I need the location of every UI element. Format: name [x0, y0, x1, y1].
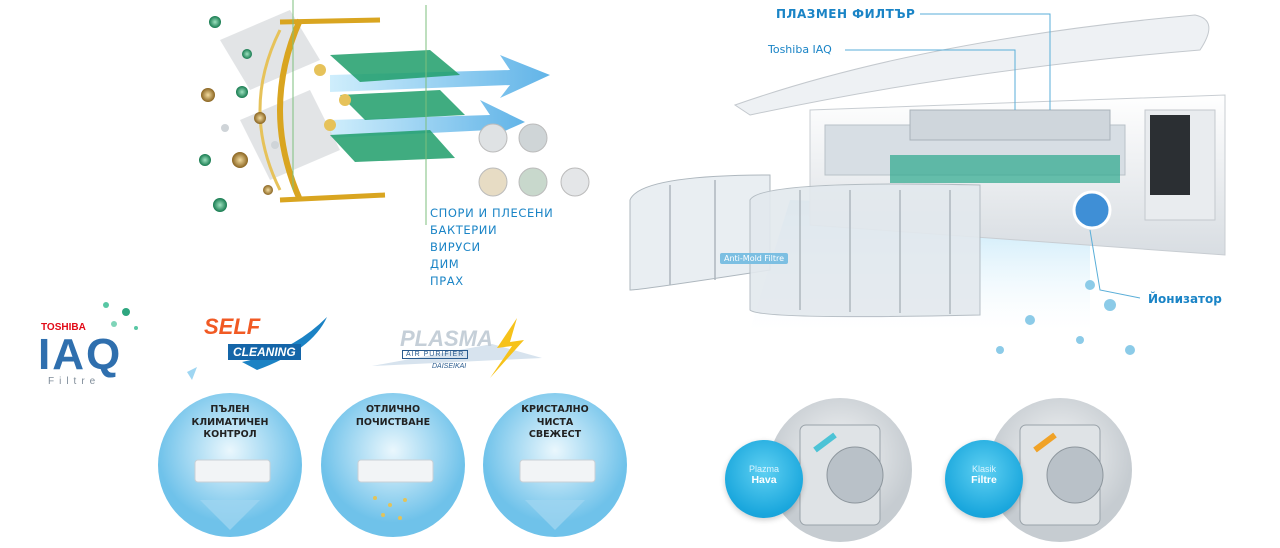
- benefit-line: КОНТРОЛ: [203, 429, 257, 440]
- label-spores: СПОРИ И ПЛЕСЕНИ: [430, 206, 554, 220]
- air-purifier-text: AIR PURIFIER: [402, 350, 469, 359]
- filter-layers-diagram: [199, 0, 590, 225]
- benefit-line: ОТЛИЧНО: [365, 404, 421, 415]
- anti-mold-filter-label: Anti-Mold Filtre: [720, 253, 789, 264]
- benefit-line: ПОЧИСТВАНЕ: [355, 416, 431, 428]
- plasma-badge-big: Hava: [751, 474, 777, 486]
- ac-unit-illustration: [629, 13, 1226, 355]
- lightning-icon: [372, 318, 542, 378]
- daiseikai-text: DAISEIKAI: [432, 363, 467, 370]
- callout-ionizer: Йонизатор: [1148, 292, 1222, 306]
- benefit-excellent-cleaning: ОТЛИЧНО ПОЧИСТВАНЕ: [333, 404, 453, 429]
- benefit-line: ПЪЛЕН: [210, 404, 250, 415]
- classic-badge-small: Klasik: [971, 464, 996, 474]
- callout-plasma-filter: ПЛАЗМЕН ФИЛТЪР: [776, 7, 916, 21]
- filter-comparison-graphic: [768, 398, 1132, 542]
- benefit-line: ЧИСТА: [536, 416, 574, 428]
- label-dust: ПРАХ: [430, 274, 464, 288]
- plasma-badge-small: Plazma: [748, 464, 779, 474]
- benefit-line: СВЕЖЕСТ: [528, 429, 582, 440]
- benefit-climate-control: ПЪЛЕН КЛИМАТИЧЕН КОНТРОЛ: [170, 404, 290, 442]
- label-bacteria: БАКТЕРИИ: [430, 223, 498, 237]
- classic-badge-big: Filtre: [971, 474, 997, 486]
- plasma-air-badge: Plazma Hava: [725, 440, 803, 518]
- cleaning-text: CLEANING: [228, 344, 301, 360]
- plasma-air-purifier-logo: PLASMA AIR PURIFIER DAISEIKAI: [372, 316, 552, 386]
- benefit-line: КЛИМАТИЧЕН: [191, 416, 269, 428]
- classic-filter-badge: Klasik Filtre: [945, 440, 1023, 518]
- label-viruses: ВИРУСИ: [430, 240, 481, 254]
- plasma-text: PLASMA: [400, 326, 493, 351]
- toshiba-iaq-logo: TOSHIBA IAQ Filtre: [36, 300, 146, 395]
- toshiba-wordmark: TOSHIBA: [41, 322, 86, 333]
- benefit-line: КРИСТАЛНО: [521, 404, 589, 415]
- iaq-filter-text: Filtre: [48, 376, 101, 387]
- sparkle-dots-icon: [103, 302, 138, 330]
- iaq-wordmark: IAQ: [38, 330, 123, 379]
- self-cleaning-logo: SELF CLEANING: [182, 312, 332, 382]
- label-smoke: ДИМ: [430, 257, 460, 271]
- benefit-circles-graphic: [158, 393, 627, 537]
- callout-toshiba-iaq: Toshiba IAQ: [768, 43, 832, 56]
- benefit-crystal-freshness: КРИСТАЛНО ЧИСТА СВЕЖЕСТ: [495, 404, 615, 442]
- self-text: SELF: [204, 314, 261, 339]
